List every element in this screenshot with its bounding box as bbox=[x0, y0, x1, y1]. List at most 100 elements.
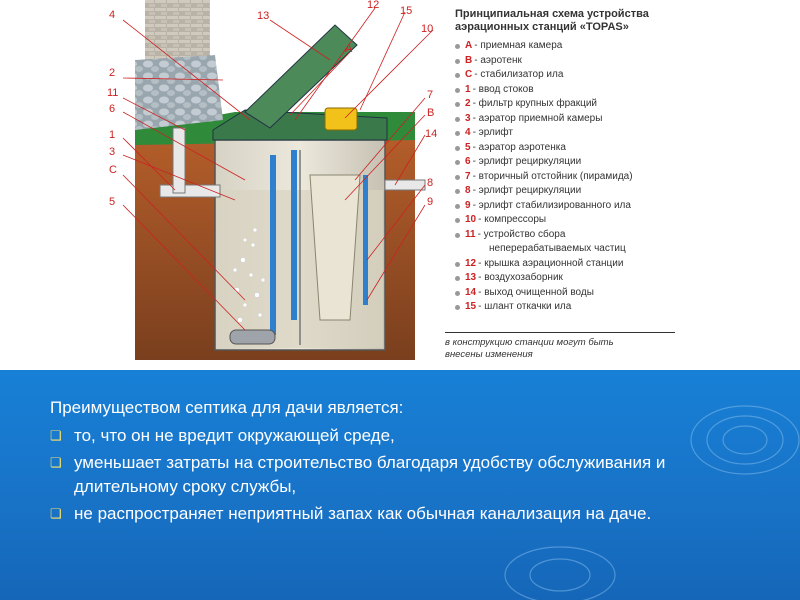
legend-text: - эрлифт стабилизированного ила bbox=[473, 200, 631, 212]
legend-key: 14 bbox=[465, 287, 476, 299]
legend-key: B bbox=[465, 55, 472, 67]
legend-text: - эрлифт рециркуляции bbox=[473, 156, 582, 168]
vent-pipe bbox=[173, 128, 185, 193]
callout-10: 10 bbox=[421, 23, 433, 35]
callout-2: 2 bbox=[109, 67, 115, 79]
bullet-item-2: ❏ уменьшает затраты на строительство бла… bbox=[50, 451, 760, 499]
legend-text: - фильтр крупных фракций bbox=[473, 98, 597, 110]
callout-5: 5 bbox=[109, 196, 115, 208]
legend-bullet-icon bbox=[455, 102, 460, 107]
legend-item: 13 - воздухозаборник bbox=[455, 272, 675, 287]
callout-6: 6 bbox=[109, 103, 115, 115]
legend-item: 15 - шлант откачки ила bbox=[455, 301, 675, 316]
legend-text: - вторичный отстойник (пирамида) bbox=[473, 171, 633, 183]
stone-fill bbox=[135, 55, 223, 130]
legend-bullet-icon bbox=[455, 204, 460, 209]
bullet-item-3: ❏ не распространяет неприятный запах как… bbox=[50, 502, 760, 526]
brick-wall bbox=[145, 0, 210, 60]
legend-bullet-icon bbox=[455, 233, 460, 238]
legend-key: 1 bbox=[465, 84, 471, 96]
legend-bullet-icon bbox=[455, 262, 460, 267]
bullet-text-2: уменьшает затраты на строительство благо… bbox=[74, 451, 760, 499]
callout-b: B bbox=[427, 107, 434, 119]
legend-text: - выход очищенной воды bbox=[478, 287, 594, 299]
legend-text: - аэратор приемной камеры bbox=[473, 113, 603, 125]
callout-15: 15 bbox=[400, 5, 412, 17]
legend-item: 4 - эрлифт bbox=[455, 127, 675, 142]
legend-bullet-icon bbox=[455, 117, 460, 122]
callout-12: 12 bbox=[367, 0, 379, 11]
legend-key: 5 bbox=[465, 142, 471, 154]
legend-key: 4 bbox=[465, 127, 471, 139]
legend-item: A - приемная камера bbox=[455, 40, 675, 55]
legend-bullet-icon bbox=[455, 175, 460, 180]
legend-item: 14 - выход очищенной воды bbox=[455, 287, 675, 302]
legend-title: Принципиальная схема устройства аэрацион… bbox=[455, 8, 675, 34]
legend-bullet-icon bbox=[455, 160, 460, 165]
legend-key: 8 bbox=[465, 185, 471, 197]
callout-3: 3 bbox=[109, 146, 115, 158]
legend-bullet-icon bbox=[455, 131, 460, 136]
diagram-figure: 4 2 11 6 1 3 C 5 13 12 15 10 A 7 B 14 8 … bbox=[95, 0, 675, 370]
legend-key: 11 bbox=[465, 229, 476, 241]
legend-rows: A - приемная камераB - аэротенкC - стаби… bbox=[455, 40, 675, 316]
legend-text: - воздухозаборник bbox=[478, 272, 563, 284]
diagram-footnote: в конструкцию станции могут быть внесены… bbox=[445, 332, 675, 361]
legend-key: 6 bbox=[465, 156, 471, 168]
legend-text: - аэротенк bbox=[474, 55, 522, 67]
legend-text: - приемная камера bbox=[474, 40, 562, 52]
legend-bullet-icon bbox=[455, 291, 460, 296]
legend-item: 7 - вторичный отстойник (пирамида) bbox=[455, 171, 675, 186]
legend-item: 5 - аэратор аэротенка bbox=[455, 142, 675, 157]
legend-key: 2 bbox=[465, 98, 471, 110]
footnote-line-2: внесены изменения bbox=[445, 349, 675, 361]
check-square-icon: ❏ bbox=[50, 424, 64, 448]
legend-item: C - стабилизатор ила bbox=[455, 69, 675, 84]
legend-key: C bbox=[465, 69, 472, 81]
legend-key: 3 bbox=[465, 113, 471, 125]
callout-a: A bbox=[345, 43, 353, 55]
callout-9: 9 bbox=[427, 196, 433, 208]
advantages-intro: Преимуществом септика для дачи является: bbox=[50, 396, 760, 420]
legend-text: - шлант откачки ила bbox=[478, 301, 571, 313]
bullet-text-1: то, что он не вредит окружающей среде, bbox=[74, 424, 395, 448]
outlet-pipe bbox=[385, 180, 425, 190]
legend-bullet-icon bbox=[455, 276, 460, 281]
legend-key: 13 bbox=[465, 272, 476, 284]
inlet-pipe bbox=[160, 185, 220, 197]
legend-bullet-icon bbox=[455, 305, 460, 310]
bullet-item-1: ❏ то, что он не вредит окружающей среде, bbox=[50, 424, 760, 448]
legend-bullet-icon bbox=[455, 88, 460, 93]
diagram-legend: Принципиальная схема устройства аэрацион… bbox=[455, 8, 675, 316]
legend-bullet-icon bbox=[455, 59, 460, 64]
legend-text: неперерабатываемых частиц bbox=[489, 243, 626, 255]
check-square-icon: ❏ bbox=[50, 502, 64, 526]
legend-item: 6 - эрлифт рециркуляции bbox=[455, 156, 675, 171]
callout-7: 7 bbox=[427, 89, 433, 101]
legend-key: 9 bbox=[465, 200, 471, 212]
legend-item: 10 - компрессоры bbox=[455, 214, 675, 229]
callout-c: C bbox=[109, 164, 117, 176]
airlift-pipe-2 bbox=[291, 150, 297, 320]
text-panel: Преимуществом септика для дачи является:… bbox=[0, 370, 800, 600]
legend-text: - стабилизатор ила bbox=[474, 69, 563, 81]
legend-text: - компрессоры bbox=[478, 214, 546, 226]
legend-text: - устройство сбора bbox=[478, 229, 566, 241]
callout-13: 13 bbox=[257, 10, 269, 22]
footnote-line-1: в конструкцию станции могут быть bbox=[445, 337, 675, 349]
legend-key: 12 bbox=[465, 258, 476, 270]
legend-item: 1 - ввод стоков bbox=[455, 84, 675, 99]
legend-item: 3 - аэратор приемной камеры bbox=[455, 113, 675, 128]
legend-title-line-1: Принципиальная схема устройства bbox=[455, 8, 675, 21]
legend-bullet-icon bbox=[455, 218, 460, 223]
legend-bullet-icon bbox=[455, 73, 460, 78]
callout-11: 11 bbox=[107, 87, 118, 99]
callout-8: 8 bbox=[427, 177, 433, 189]
legend-text: - эрлифт рециркуляции bbox=[473, 185, 582, 197]
bullet-text-3: не распространяет неприятный запах как о… bbox=[74, 502, 651, 526]
legend-title-line-2: аэрационных станций «TOPAS» bbox=[455, 21, 675, 34]
legend-bullet-icon bbox=[455, 146, 460, 151]
callout-4: 4 bbox=[109, 9, 115, 21]
legend-bullet-icon bbox=[455, 189, 460, 194]
